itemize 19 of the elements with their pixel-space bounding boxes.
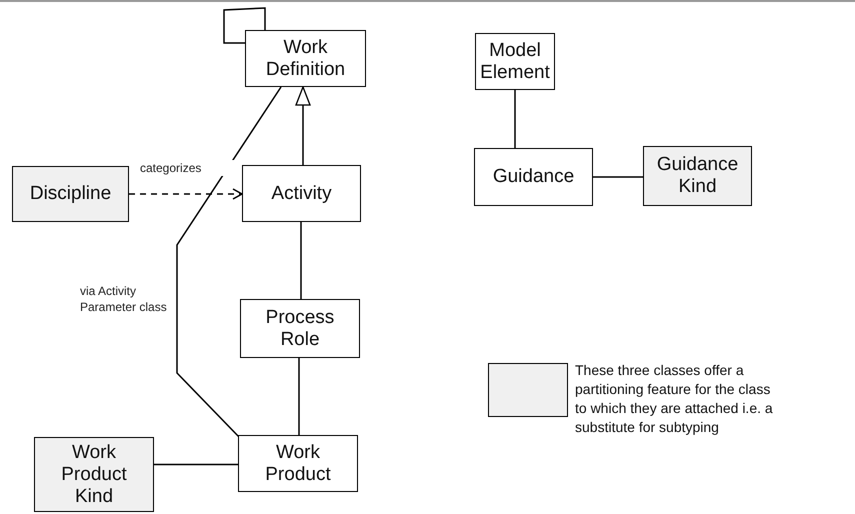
class-box: Activity [242,165,361,222]
association-line [593,176,643,178]
class-box: Process Role [240,299,360,358]
legend-text: These three classes offer a partitioning feature for the class to which they are attached i.e. a substitute for subtyping [575,361,774,437]
association-line [300,222,302,299]
generalization-arrow [295,86,311,165]
dependency-arrow [129,188,243,200]
association-line [514,90,516,148]
class-box: Model Element [475,33,555,90]
association-line [298,358,300,435]
class-box: Work Definition [245,30,366,87]
class-box: Guidance Kind [643,146,752,206]
association-line [176,86,282,439]
association-line [223,7,266,44]
class-box: Work Product [238,435,358,492]
class-box: Work Product Kind [34,437,154,512]
class-box: Discipline [12,166,129,222]
association-line [154,464,238,466]
class-box: Guidance [474,148,593,206]
